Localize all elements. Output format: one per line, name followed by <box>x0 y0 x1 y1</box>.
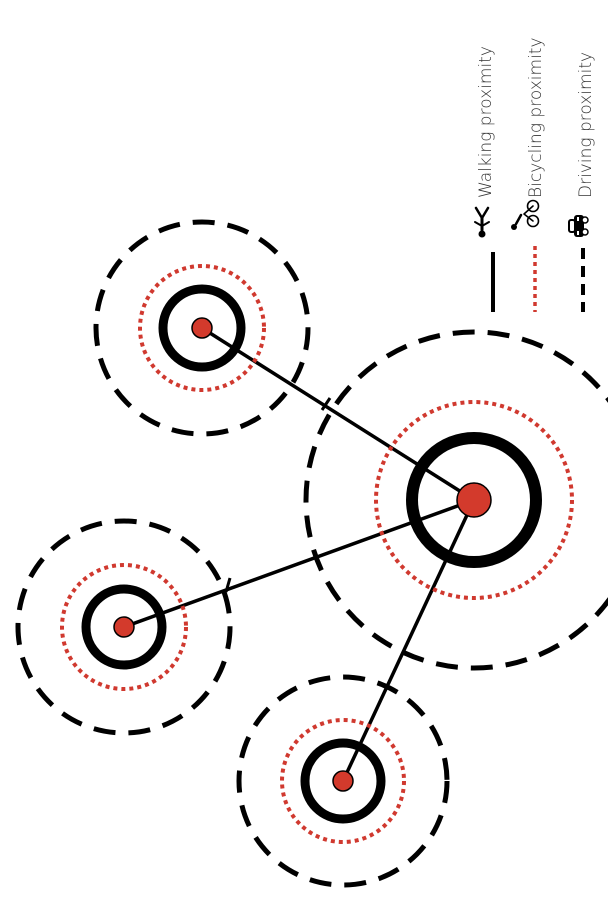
node-c <box>236 674 450 888</box>
edge-tick <box>224 577 232 593</box>
car-icon <box>568 215 589 237</box>
legend-item-driving: Driving proximity <box>568 52 596 312</box>
walking-ring <box>300 738 386 824</box>
walking-ring <box>406 432 542 568</box>
node-a <box>93 219 311 437</box>
walking-ring <box>81 584 167 670</box>
node-hub <box>303 329 608 671</box>
driving-ring <box>93 219 311 437</box>
edge-hub-node-a <box>201 326 475 502</box>
edge-hub-node-b <box>123 498 475 629</box>
legend-item-bicycling: Bicycling proximity <box>511 37 546 312</box>
driving-ring <box>236 674 450 888</box>
pedestrian-icon <box>474 206 490 238</box>
node-dot <box>332 770 354 792</box>
bicycling-ring <box>60 563 188 691</box>
legend-item-walking: Walking proximity <box>474 46 496 312</box>
node-dot <box>113 616 135 638</box>
legend: Walking proximity Bicycling proximity <box>474 37 596 312</box>
bicyclist-icon <box>511 199 540 230</box>
bicycling-ring <box>138 264 266 392</box>
node-dot <box>456 482 492 518</box>
legend-label-walking: Walking proximity <box>476 46 496 198</box>
node-dot <box>191 317 213 339</box>
bicycling-ring <box>280 718 406 844</box>
driving-ring <box>15 518 233 736</box>
driving-ring <box>303 329 608 671</box>
edge-tick <box>320 397 332 411</box>
edge-hub-node-c <box>341 499 476 782</box>
bicycling-ring <box>374 400 574 600</box>
legend-label-driving: Driving proximity <box>576 52 596 198</box>
legend-label-bicycling: Bicycling proximity <box>526 37 546 198</box>
walking-ring <box>158 284 246 372</box>
node-b <box>15 518 233 736</box>
